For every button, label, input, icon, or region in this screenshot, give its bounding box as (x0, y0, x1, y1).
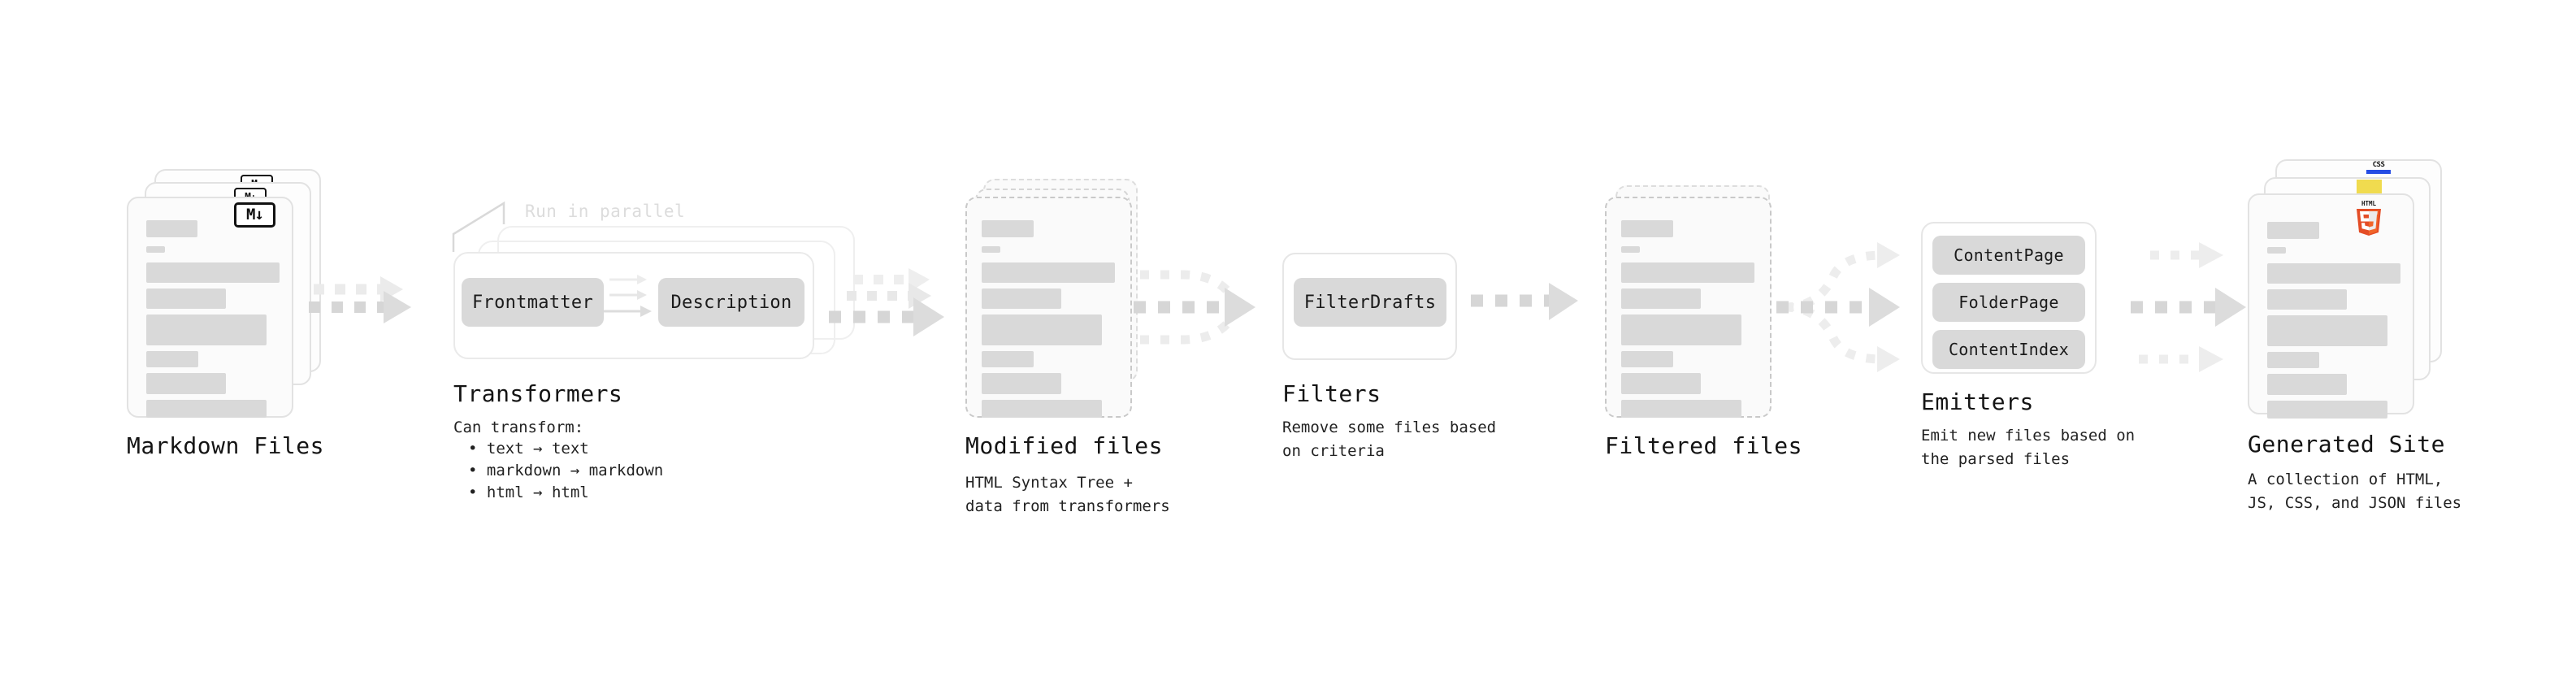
doc-bar (146, 314, 267, 345)
doc-bar (1621, 373, 1701, 394)
doc-bar (2267, 401, 2387, 419)
doc-bar (2267, 263, 2400, 284)
run-in-parallel-bracket (452, 201, 505, 252)
doc-bar (2267, 315, 2387, 346)
doc-bar (982, 220, 1034, 237)
transformers-title: Transformers (453, 380, 623, 407)
arrow-transformers-to-modified (829, 268, 944, 336)
transformers-bullet-0: • text → text (468, 440, 589, 458)
doc-bar (982, 262, 1115, 283)
doc-bar (146, 220, 197, 237)
html5-icon-label: HTML (2361, 200, 2377, 207)
generated-site-card-html (2248, 193, 2414, 419)
doc-bar (1621, 351, 1673, 367)
doc-bar (146, 400, 267, 418)
arrow-emitters-to-site (2131, 242, 2246, 372)
doc-bar (982, 400, 1102, 418)
doc-bar (146, 351, 198, 367)
filtered-files-title: Filtered files (1605, 432, 1803, 459)
transformers-description: Can transform: (453, 419, 584, 436)
doc-bar (982, 246, 1000, 253)
css3-icon-label: CSS (2372, 161, 2385, 169)
doc-bar (982, 373, 1061, 394)
transformers-bullet-2: • html → html (468, 484, 589, 501)
arrow-markdown-to-transformers (309, 276, 411, 323)
doc-bar (146, 246, 165, 253)
doc-bar (2267, 247, 2286, 254)
doc-bar (1621, 262, 1754, 283)
transformer-chip-description[interactable]: Description (658, 278, 804, 327)
doc-bar (1621, 220, 1673, 237)
transformers-bullet-1: • markdown → markdown (468, 462, 664, 479)
emitters-title: Emitters (1921, 388, 2034, 415)
generated-site-title: Generated Site (2248, 431, 2446, 458)
modified-files-description: HTML Syntax Tree + data from transformer… (965, 474, 1170, 516)
transformer-chip-frontmatter[interactable]: Frontmatter (462, 278, 604, 327)
doc-bar (1621, 400, 1741, 418)
emitters-chip-contentindex[interactable]: ContentIndex (1932, 330, 2085, 369)
doc-bar (2267, 374, 2347, 395)
markdown-file-card-front (127, 197, 293, 418)
arrow-filters-to-filtered (1471, 283, 1578, 320)
doc-bar (982, 314, 1102, 345)
doc-bar (1621, 288, 1701, 309)
arrow-modified-to-filters (1134, 270, 1255, 345)
arrow-filtered-to-emitters (1776, 242, 1900, 372)
transformer-inner-arrows (600, 275, 652, 317)
markdown-files-title: Markdown Files (127, 432, 325, 459)
emitters-chip-folderpage[interactable]: FolderPage (1932, 283, 2085, 322)
html5-icon: HTML (2357, 200, 2381, 236)
modified-files-title: Modified files (965, 432, 1164, 459)
doc-bar (1621, 314, 1741, 345)
doc-bar (1621, 246, 1640, 253)
filters-description: Remove some files based on criteria (1282, 419, 1497, 461)
js-icon (2357, 180, 2382, 194)
generated-site-description: A collection of HTML, JS, CSS, and JSON … (2248, 471, 2462, 513)
markdown-icon: M↓ (234, 202, 275, 228)
doc-bar (982, 351, 1034, 367)
emitters-chip-contentpage[interactable]: ContentPage (1932, 236, 2085, 275)
markdown-icon-glyph: M↓ (246, 206, 264, 223)
modified-file-card-front (965, 197, 1132, 418)
emitters-description: Emit new files based on the parsed files (1921, 427, 2136, 469)
doc-bar (982, 288, 1061, 309)
doc-bar (146, 288, 226, 309)
filters-chip-filterdrafts[interactable]: FilterDrafts (1294, 278, 1446, 327)
doc-bar (2267, 289, 2347, 310)
doc-bar (2267, 222, 2319, 239)
doc-bar (146, 373, 226, 394)
run-in-parallel-label: Run in parallel (525, 202, 686, 221)
css3-icon: CSS (2366, 161, 2391, 174)
doc-bar (146, 262, 280, 283)
filters-title: Filters (1282, 380, 1381, 407)
doc-bar (2267, 352, 2319, 368)
filtered-file-card-front (1605, 197, 1772, 418)
